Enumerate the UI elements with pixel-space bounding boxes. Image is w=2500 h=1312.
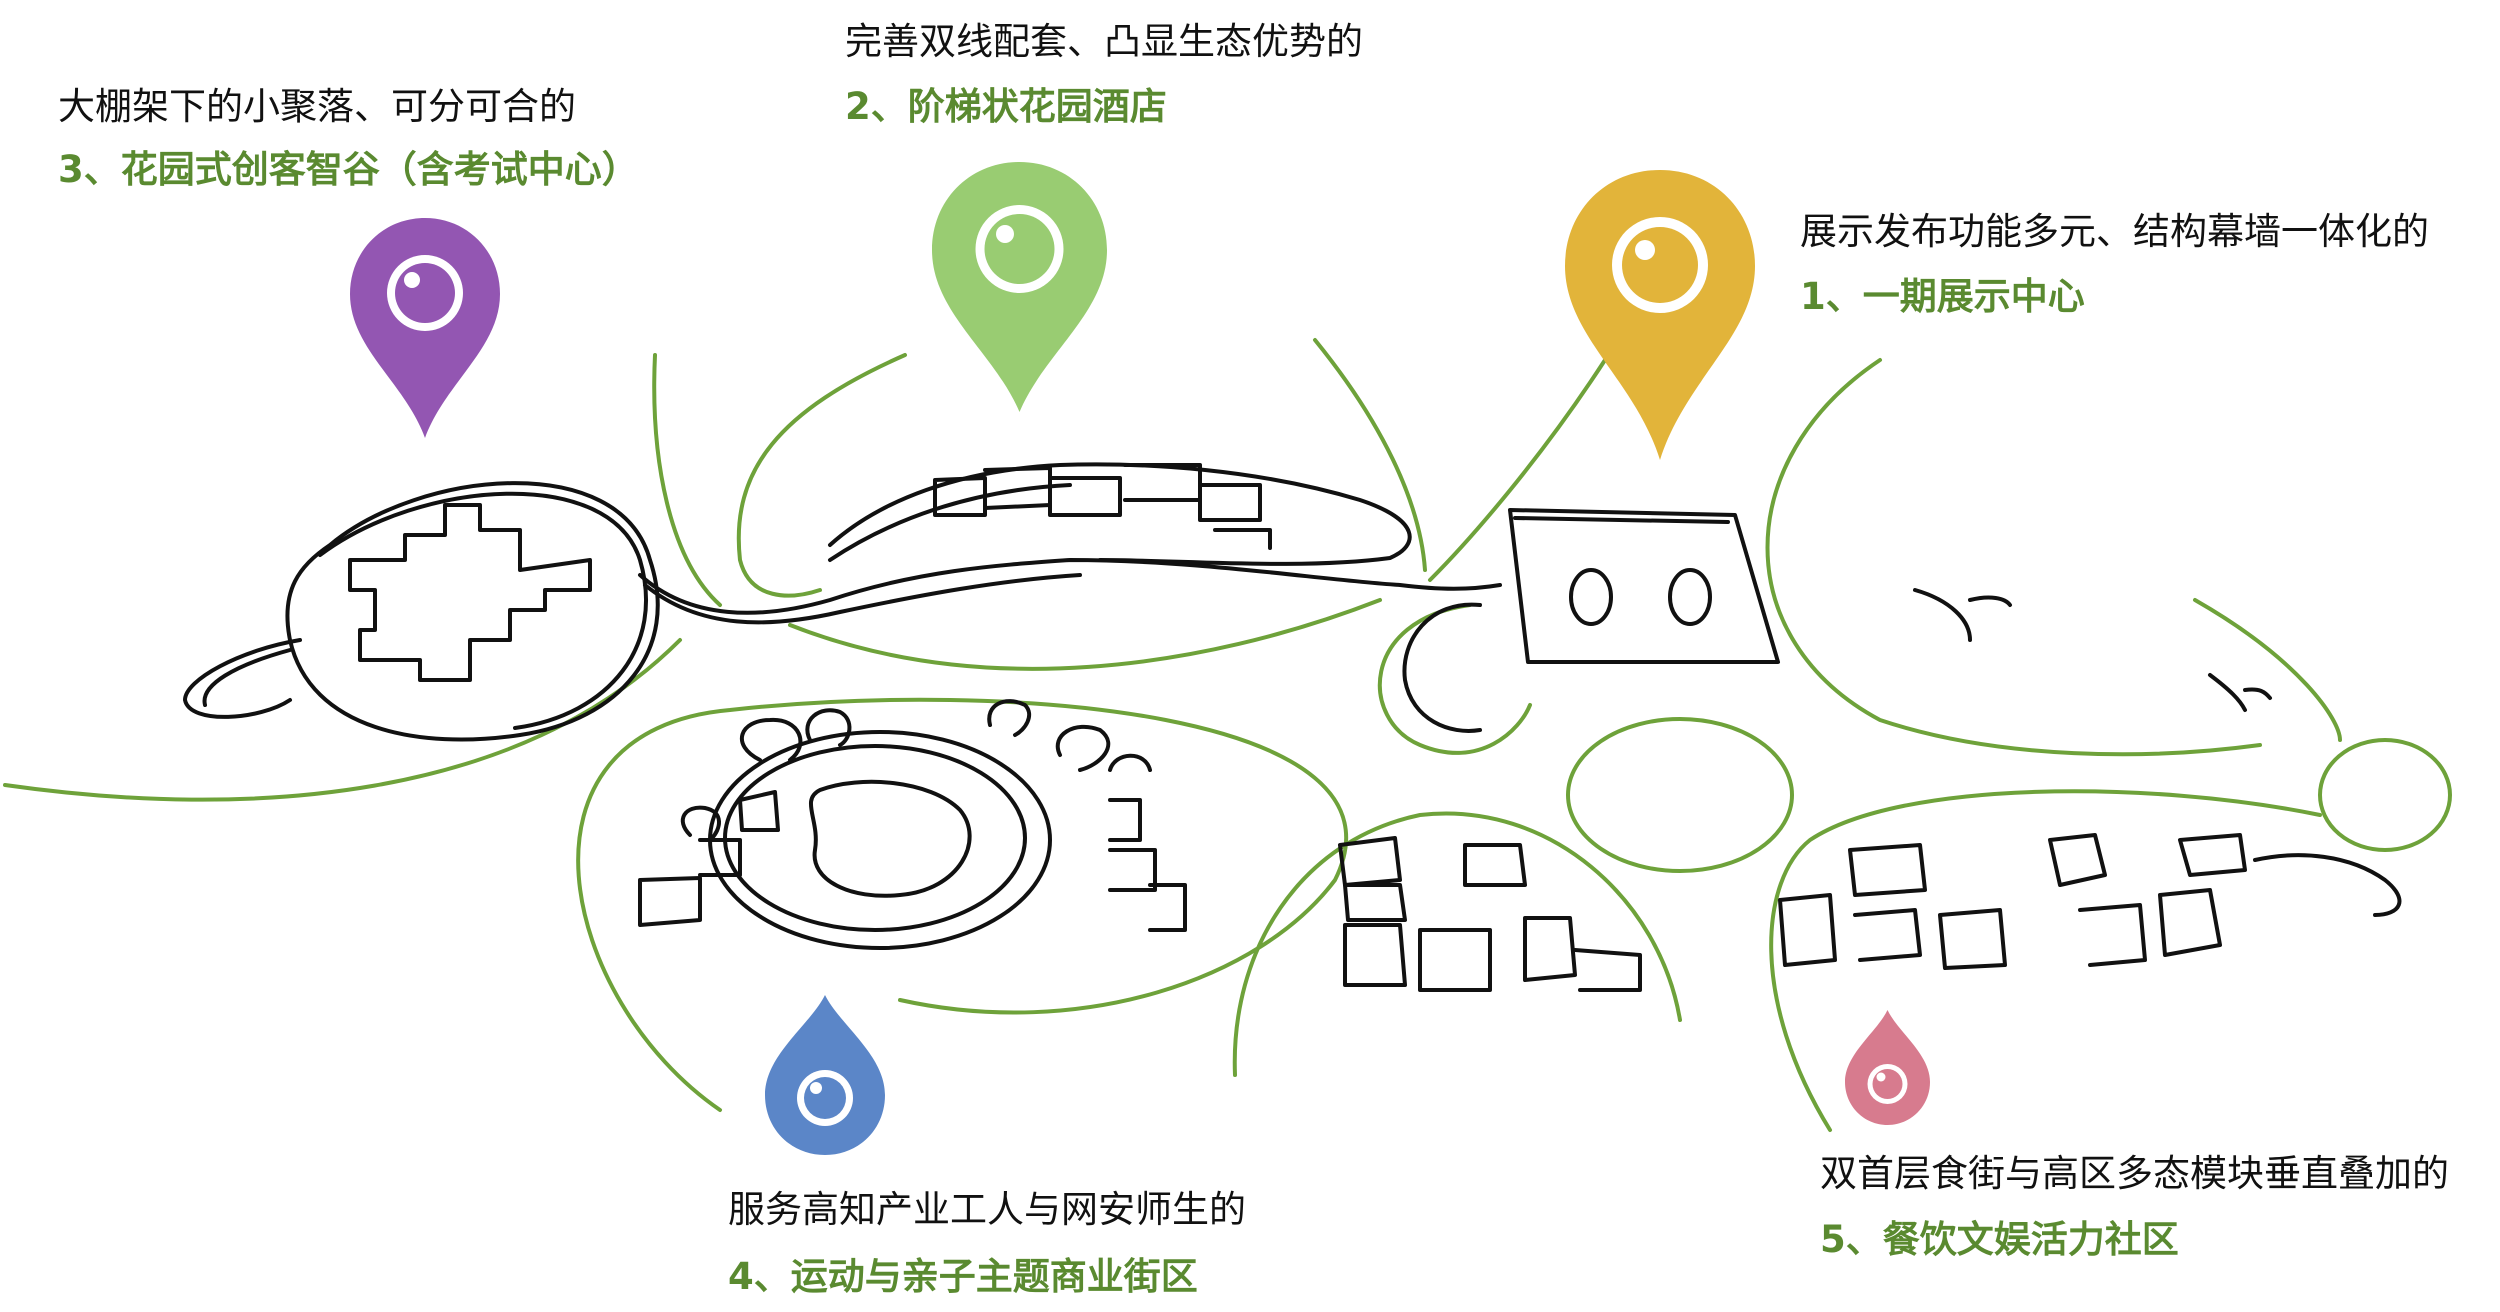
boundary-right-bottom <box>1769 789 2322 1132</box>
zone3-tail-2 <box>202 648 292 707</box>
zone5-block-a <box>1848 843 1927 897</box>
zone2-block-d <box>1123 463 1202 502</box>
zone4-block-e <box>1108 848 1157 892</box>
zone1-window-a <box>1569 568 1613 626</box>
zone2-block-c <box>1048 476 1122 517</box>
zone4-block-d <box>1108 798 1142 842</box>
zone5-block-g <box>2158 888 2222 957</box>
zone5-block-c <box>1853 908 1922 962</box>
zone2-block-f <box>1213 528 1272 550</box>
mid-block-g <box>1573 948 1642 992</box>
mid-block-a <box>1338 836 1402 887</box>
zone5-block-b <box>1778 893 1837 967</box>
right-mark-b <box>2208 673 2272 712</box>
zone4-bubble-f <box>680 805 721 840</box>
zone5-block-d <box>1938 908 2007 970</box>
zone3-plan <box>348 503 592 682</box>
boundary-center-diag <box>1428 358 1607 582</box>
zone4-ring-outer <box>708 730 1052 950</box>
zone1-description: 展示发布功能多元、结构幕墙一体化的 <box>1800 210 2429 253</box>
map-drop-icon-zone4 <box>765 995 885 1155</box>
right-mark-a <box>1913 588 2012 642</box>
boundary-hotel-lower <box>788 598 1382 671</box>
zone1-building <box>1508 508 1780 664</box>
boundary-right-upper <box>1765 358 2262 757</box>
mid-block-d <box>1343 923 1407 987</box>
map-pin-icon-zone1 <box>1565 170 1755 460</box>
zone2-title: 2、阶梯状花园酒店 <box>845 85 1167 128</box>
boundary-right-far <box>2193 598 2342 742</box>
mid-block-e <box>1418 928 1492 992</box>
zone2-block-e <box>1198 483 1262 522</box>
zone2-description: 完善双线配套、凸显生态优势的 <box>845 20 1363 63</box>
zone5-curve <box>2253 853 2402 917</box>
zone3-title: 3、花园式创客智谷（含考试中心） <box>58 148 639 191</box>
boundary-oval-right <box>2318 738 2452 852</box>
boundary-left-sweep <box>3 638 682 802</box>
zone2-hotel-outline-2 <box>828 483 1072 562</box>
zone5-title: 5、餐饮文娱活力社区 <box>1820 1218 2179 1261</box>
zone4-block-c <box>638 876 702 927</box>
zone3-blob-inner <box>318 491 648 730</box>
zone4-bubble-a <box>739 717 803 762</box>
boundary-hotel-right <box>1313 338 1427 572</box>
zone3-description: 大棚架下的小聚落、可分可合的 <box>58 85 576 128</box>
zone1-arc <box>1402 602 1482 733</box>
zone4-title: 4、运动与亲子主题商业街区 <box>728 1255 1198 1298</box>
zone4-bubble-b <box>805 708 852 747</box>
boundary-commercial <box>576 697 1349 1112</box>
boundary-hotel-upper <box>736 353 907 598</box>
zone4-core <box>809 779 972 898</box>
zone3-tail <box>183 638 302 719</box>
boundary-c-arc <box>1377 603 1532 755</box>
mid-block-f <box>1523 916 1577 982</box>
zone4-block-a <box>738 790 780 832</box>
zone4-block-b <box>698 838 742 877</box>
zone1-building-inner <box>1513 516 1730 524</box>
zone5-description: 双首层食街与高区多态模块垂直叠加的 <box>1820 1152 2449 1195</box>
zone2-block-a <box>933 476 987 517</box>
zone4-bubble-c <box>987 699 1032 737</box>
connector-swoosh <box>638 558 1502 615</box>
zone5-block-f <box>2078 903 2147 967</box>
map-pin-icon-zone3 <box>350 218 500 438</box>
boundary-oval-center <box>1566 717 1794 873</box>
zone4-ring-inner <box>723 744 1027 932</box>
map-pin-icon-zone2 <box>932 162 1107 412</box>
boundary-top-left <box>652 353 722 607</box>
zone4-bubble-d <box>1055 724 1111 772</box>
map-drop-icon-zone5 <box>1845 1010 1930 1125</box>
zone5-block-h <box>2178 833 2247 877</box>
zone5-block-e <box>2048 833 2107 887</box>
black-sketch-lines <box>183 462 2402 992</box>
boundary-mid-left <box>1232 811 1682 1077</box>
green-boundary-lines <box>3 338 2452 1132</box>
mid-block-b <box>1343 883 1407 922</box>
zone4-bubble-e <box>1108 753 1152 772</box>
zone4-description: 服务高知产业工人与网安师生的 <box>728 1188 1246 1231</box>
mid-block-c <box>1463 843 1527 887</box>
zone4-block-f <box>1148 883 1187 932</box>
connector-swoosh-2 <box>643 573 1082 625</box>
zone1-window-b <box>1668 568 1712 626</box>
zone1-title: 1、一期展示中心 <box>1800 275 2085 318</box>
